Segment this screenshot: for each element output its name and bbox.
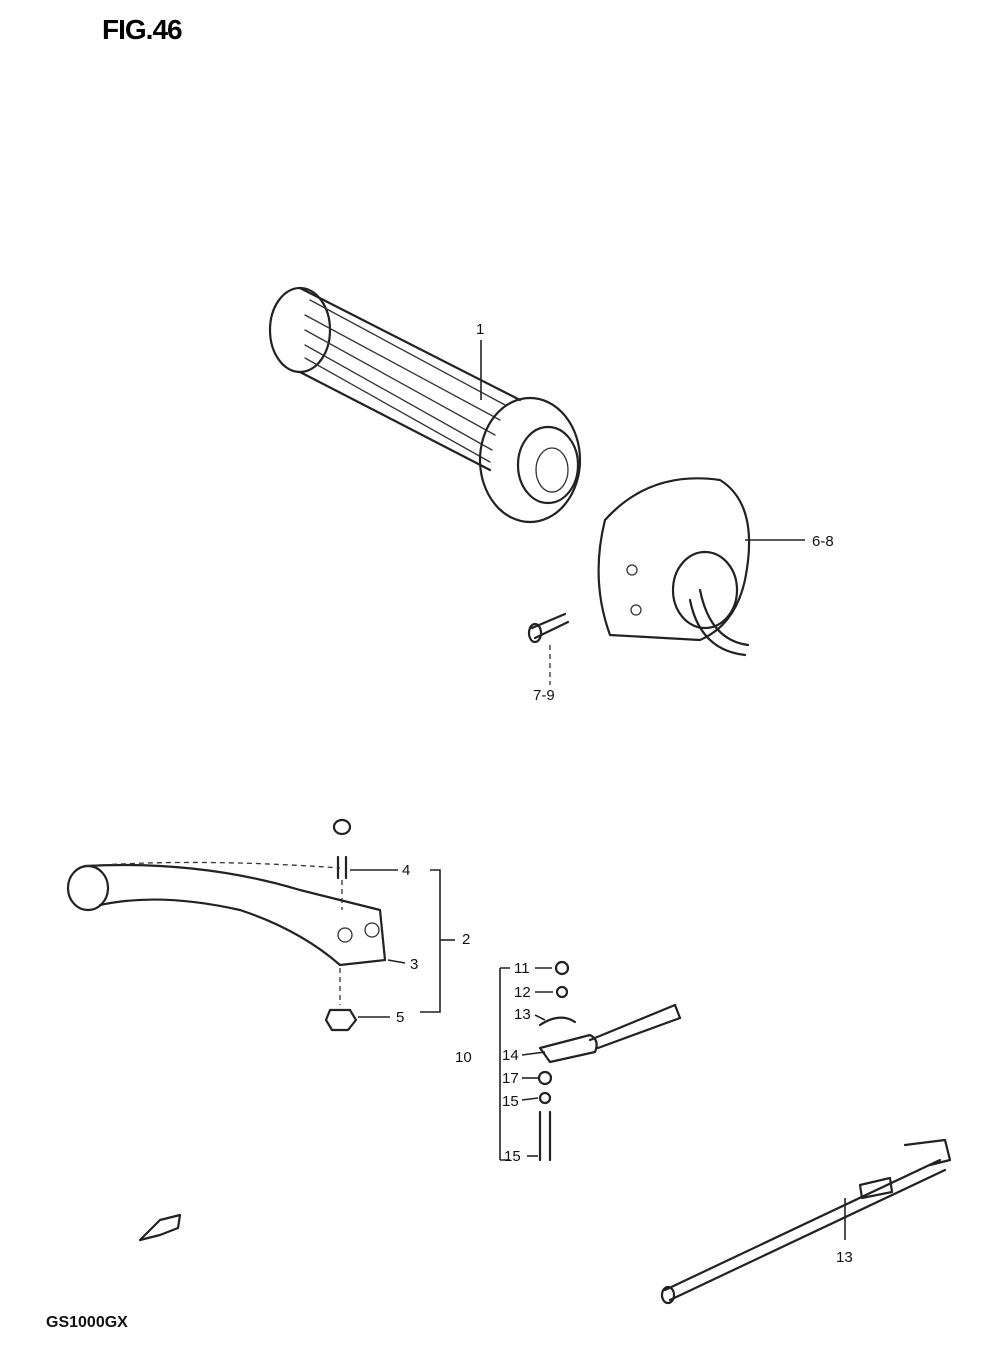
- label-part-5: 5: [396, 1009, 405, 1026]
- label-part-6-8: 6-8: [812, 533, 834, 550]
- label-part-15-lower: 15: [504, 1148, 521, 1165]
- label-part-2: 2: [462, 931, 471, 948]
- label-part-12: 12: [514, 984, 531, 1001]
- label-part-13-upper: 13: [514, 1006, 531, 1023]
- switch-housing: [597, 477, 751, 657]
- leader-lines-lever: [350, 869, 455, 1018]
- label-part-15-upper: 15: [502, 1093, 519, 1110]
- label-part-17: 17: [502, 1070, 519, 1087]
- label-part-13-lower: 13: [836, 1249, 853, 1266]
- leader-lines-top: [480, 340, 805, 541]
- choke-cable: [660, 1138, 952, 1305]
- housing-screw: [527, 612, 570, 685]
- lever-bolt: [332, 818, 352, 910]
- label-part-11: 11: [514, 960, 530, 977]
- model-code: GS1000GX: [46, 1314, 128, 1331]
- label-part-14: 14: [502, 1047, 519, 1064]
- lever: [66, 861, 387, 967]
- label-part-3: 3: [410, 956, 419, 973]
- label-part-7-9: 7-9: [533, 687, 555, 704]
- label-part-1: 1: [476, 321, 485, 338]
- label-part-10: 10: [455, 1049, 472, 1066]
- lever-nut: [324, 968, 358, 1032]
- figure-title: FIG.46: [102, 14, 183, 45]
- label-part-4: 4: [402, 862, 411, 879]
- bracket-assembly: [499, 960, 682, 1162]
- front-arrow-icon: [138, 1213, 182, 1242]
- handlebar-grip: [268, 286, 582, 524]
